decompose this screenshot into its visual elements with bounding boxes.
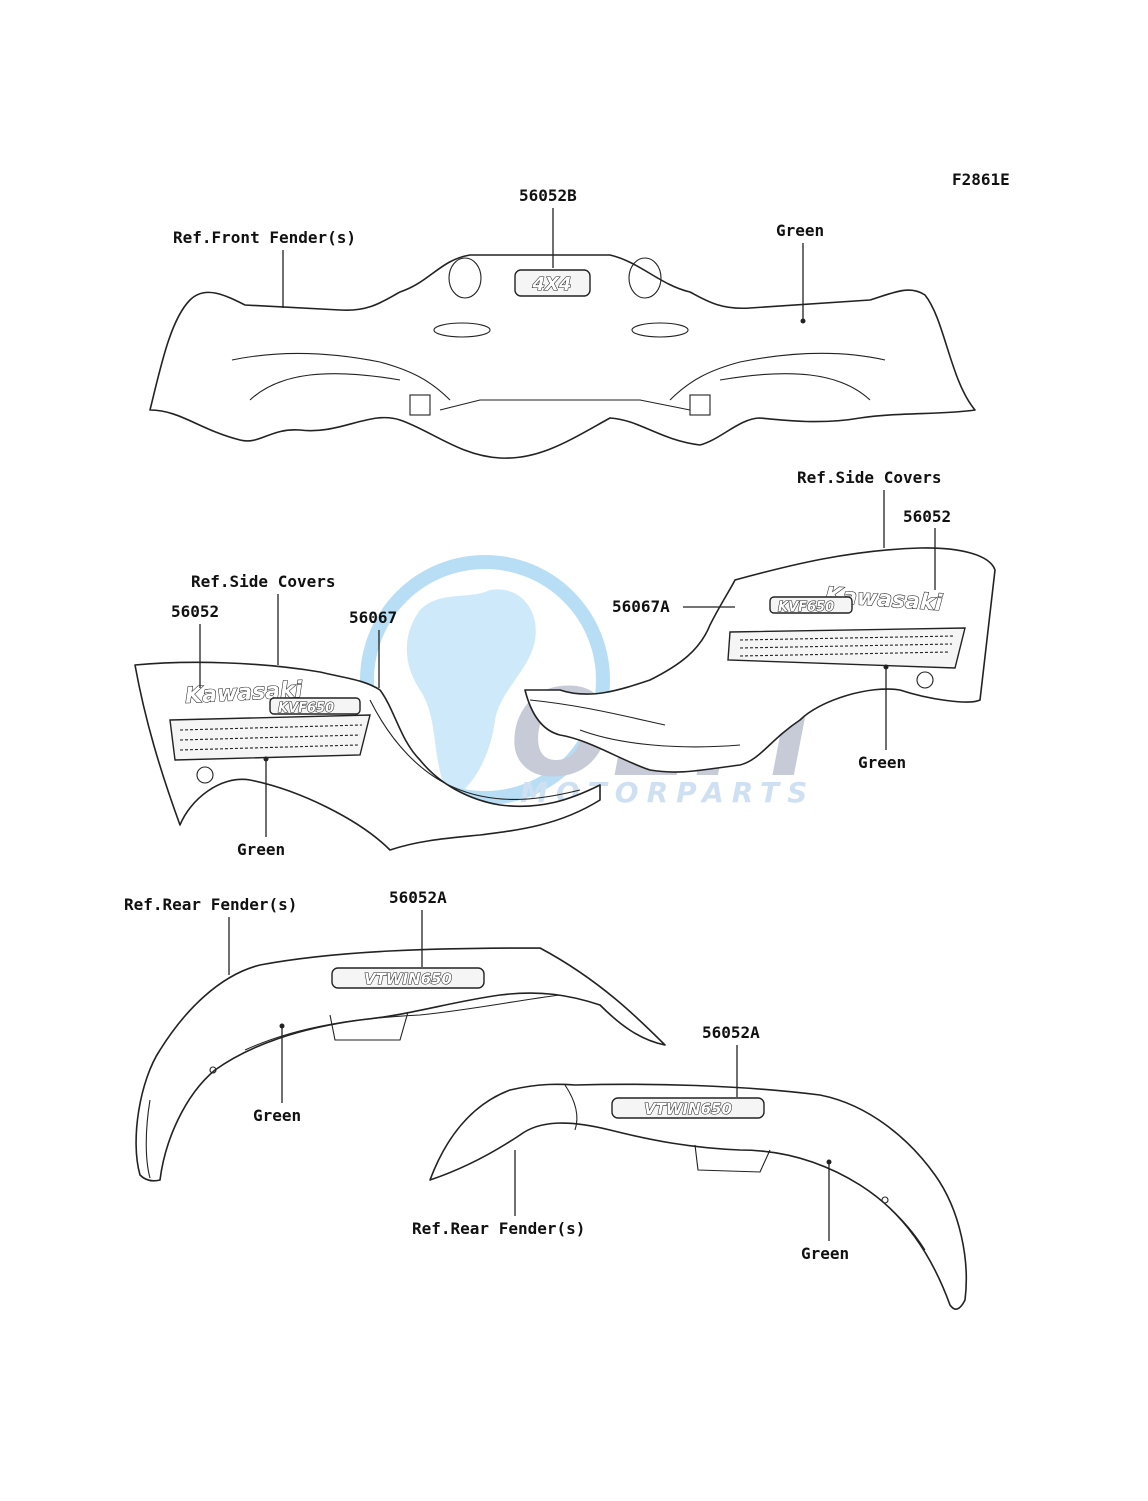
label-left-ref: Ref.Side Covers <box>191 572 336 591</box>
label-right-part: 56052 <box>903 507 951 526</box>
decal-rear1-engine-text: VTWIN650 <box>364 970 452 988</box>
label-rear2-part: 56052A <box>702 1023 760 1042</box>
front-fender-group: 4X4 56052B Ref.Front Fender(s) Green <box>149 186 976 459</box>
label-right-ref: Ref.Side Covers <box>797 468 942 487</box>
rear-fender-2-group: VTWIN650 56052A Ref.Rear Fender(s) Green <box>412 1023 968 1310</box>
label-left-part: 56052 <box>171 602 219 621</box>
diagram-code: F2861E <box>952 170 1010 189</box>
decal-rear2-engine <box>611 1097 765 1119</box>
decal-4x4 <box>514 269 591 297</box>
watermark-globe-icon <box>360 555 610 805</box>
label-front-color: Green <box>776 221 824 240</box>
left-side-cover-outline <box>134 661 601 851</box>
label-front-part: 56052B <box>519 186 577 205</box>
left-side-cover-group: Kawasaki KVF650 Ref.Side Covers 56052 56… <box>134 572 601 859</box>
label-rear2-color: Green <box>801 1244 849 1263</box>
label-left-part-b: 56067 <box>349 608 397 627</box>
label-rear1-ref: Ref.Rear Fender(s) <box>124 895 297 914</box>
label-right-color: Green <box>858 753 906 772</box>
label-left-color: Green <box>237 840 285 859</box>
label-front-ref: Ref.Front Fender(s) <box>173 228 356 247</box>
label-rear1-color: Green <box>253 1106 301 1125</box>
decal-rear2-engine-text: VTWIN650 <box>644 1100 732 1118</box>
front-fender-outline <box>149 254 976 459</box>
label-rear2-ref: Ref.Rear Fender(s) <box>412 1219 585 1238</box>
rear-fender-2-outline <box>429 1083 968 1310</box>
decal-left-brand: Kawasaki <box>184 678 303 709</box>
rear-fender-1-group: VTWIN650 Ref.Rear Fender(s) 56052A Green <box>124 888 666 1182</box>
label-rear1-part: 56052A <box>389 888 447 907</box>
decal-rear1-engine <box>331 967 485 989</box>
decal-right-model: KVF650 <box>778 600 834 615</box>
right-side-cover-group: Kawasaki KVF650 Ref.Side Covers 56052 56… <box>524 468 996 773</box>
decal-left-model: KVF650 <box>278 701 334 716</box>
decal-4x4-text: 4X4 <box>532 274 572 295</box>
label-right-part-a: 56067A <box>612 597 670 616</box>
rear-fender-1-outline <box>135 947 666 1182</box>
